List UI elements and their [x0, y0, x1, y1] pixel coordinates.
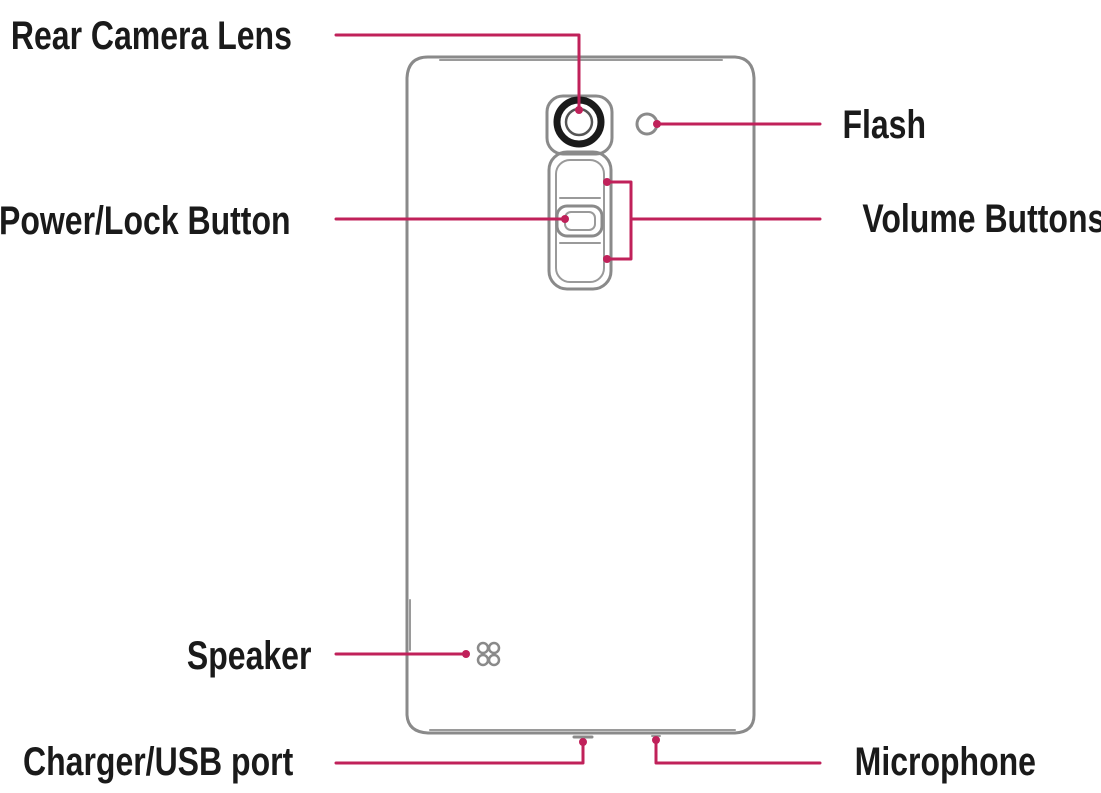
label-microphone: Microphone [855, 738, 1036, 783]
leader-volume [605, 180, 822, 261]
dot-power-lock [561, 215, 569, 223]
dot-charger-usb [579, 738, 587, 746]
dot-speaker [462, 650, 470, 658]
leader-rear-camera-lens [334, 33, 581, 112]
label-charger-usb-port: Charger/USB port [23, 738, 293, 783]
leader-microphone [654, 738, 822, 765]
leader-charger-usb [334, 740, 585, 765]
label-speaker: Speaker [187, 632, 312, 677]
dot-flash [653, 120, 661, 128]
callout-labels: Rear Camera Lens Flash Power/Lock Button… [0, 12, 1101, 783]
label-volume-buttons: Volume Buttons [862, 195, 1101, 240]
label-power-lock-button: Power/Lock Button [0, 197, 291, 242]
dot-volume-down [603, 255, 611, 263]
speaker-grille-icon [476, 641, 501, 667]
phone-body [405, 55, 756, 739]
dot-rear-camera-lens [575, 106, 583, 114]
dot-microphone [652, 736, 660, 744]
label-rear-camera-lens: Rear Camera Lens [11, 12, 292, 57]
label-flash: Flash [842, 101, 926, 146]
leader-lines [334, 33, 822, 765]
dot-volume-up [603, 178, 611, 186]
